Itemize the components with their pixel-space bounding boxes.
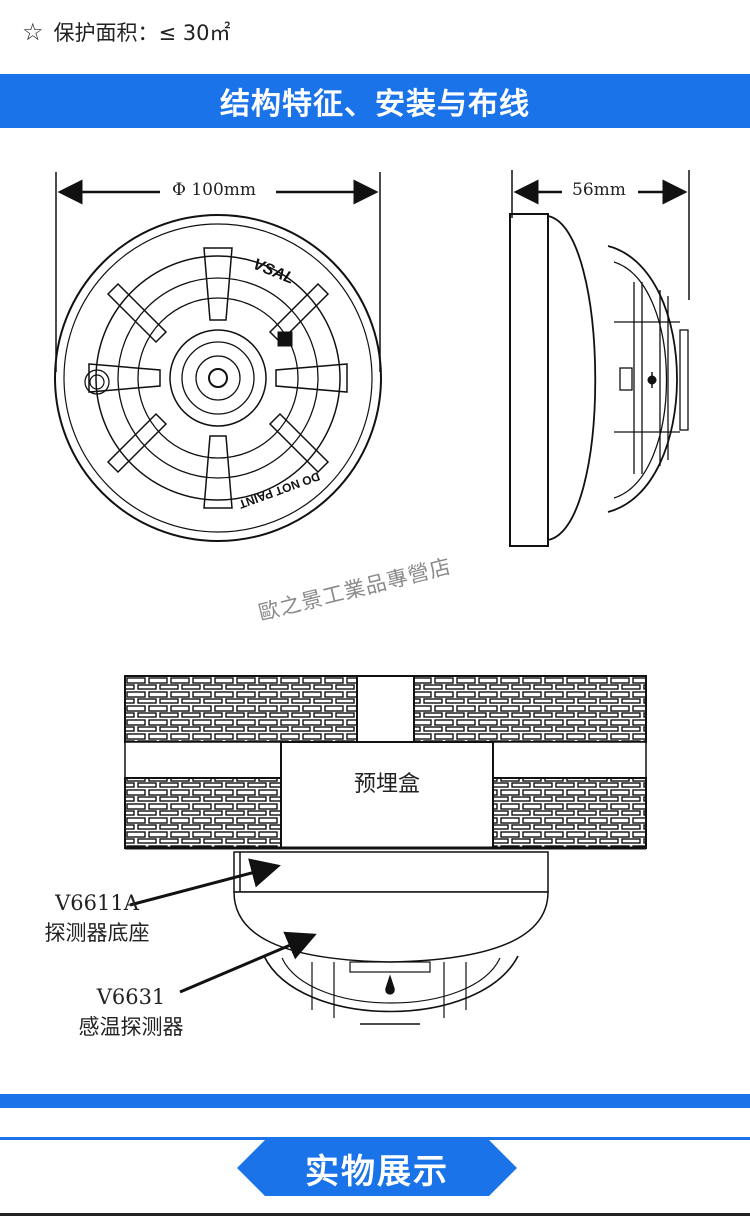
installed-detector (129, 851, 549, 1025)
front-dimension (55, 172, 381, 372)
detector-name: 感温探测器 (78, 1015, 184, 1039)
section-title-display: 实物展示 (237, 1140, 517, 1196)
section-banner-display (265, 1140, 489, 1196)
star-outline-icon: ☆ (22, 18, 44, 46)
protection-area-text: 保护面积：≤ 30㎡ (53, 21, 231, 45)
banner-arrow-right (489, 1140, 517, 1196)
detector-front-view (54, 214, 382, 542)
wall-diagram (124, 675, 647, 850)
bottom-divider (0, 1213, 750, 1216)
mounting-box-label: 预埋盒 (353, 772, 420, 797)
section2-title-text: 实物展示 (305, 1151, 449, 1192)
spec-row: ☆ 保护面积：≤ 30㎡ (22, 14, 231, 50)
side-dimension (511, 170, 690, 300)
do-not-paint-mark: DO NOT PAINT (236, 469, 321, 511)
section-banner-structure: 结构特征、安装与布线 (0, 74, 750, 128)
detector-side-view (509, 213, 689, 547)
divider-bar (0, 1094, 750, 1108)
brand-mark: VSAL (251, 256, 297, 288)
divider-line (0, 1137, 750, 1140)
detector-callout: V6631 感温探测器 (56, 982, 206, 1042)
diameter-label: Φ 100mm (166, 180, 263, 200)
base-callout: V6611A 探测器底座 (22, 888, 172, 948)
section-title: 结构特征、安装与布线 (220, 87, 530, 122)
depth-label: 56mm (566, 180, 632, 200)
base-model: V6611A (55, 891, 139, 915)
detector-model: V6631 (96, 985, 166, 1009)
banner-arrow-left (237, 1140, 265, 1196)
base-name: 探测器底座 (44, 921, 150, 945)
